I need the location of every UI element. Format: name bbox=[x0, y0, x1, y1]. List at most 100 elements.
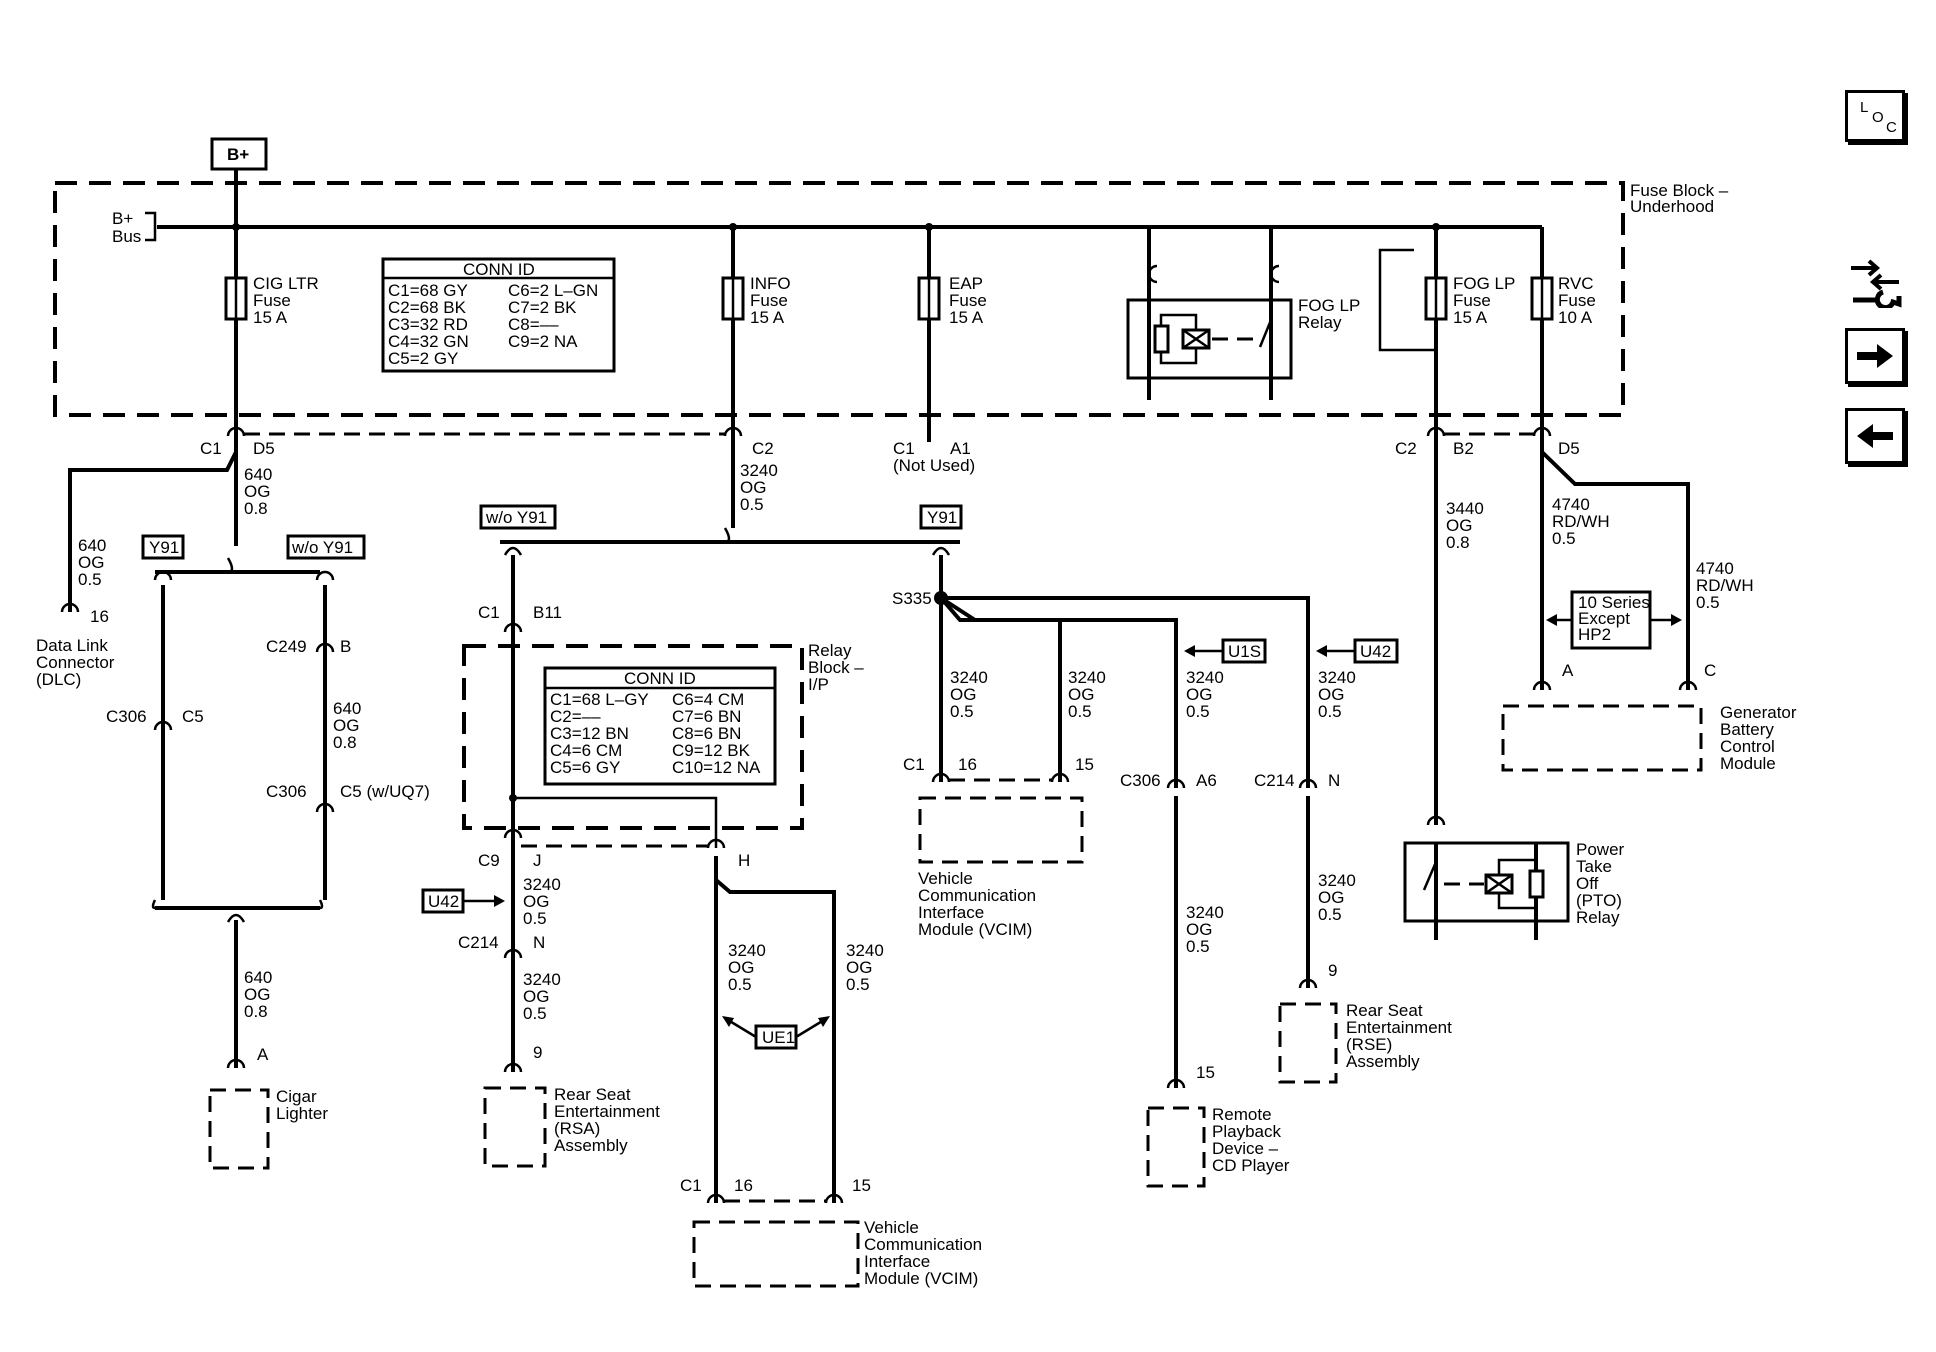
pin-label: N bbox=[533, 933, 545, 952]
conn-id-entry: CONN ID bbox=[624, 669, 696, 688]
fuse-foglp-rating: 15 A bbox=[1453, 308, 1488, 327]
wire-s335-15 bbox=[939, 596, 1062, 782]
pto-relay bbox=[1403, 841, 1570, 940]
cigar-label-2: Lighter bbox=[276, 1104, 328, 1123]
wire-label: OG bbox=[1068, 685, 1094, 704]
wire-label: 640 bbox=[244, 465, 272, 484]
option-y91-a: Y91 bbox=[149, 538, 179, 557]
wire-label: 3240 bbox=[1186, 668, 1224, 687]
wire-label: 0.5 bbox=[1068, 702, 1092, 721]
relay-block-label-2: Block – bbox=[808, 658, 864, 677]
rsa-label-4: Assembly bbox=[554, 1136, 628, 1155]
wire-label: 640 bbox=[78, 536, 106, 555]
option-wo-y91-b: w/o Y91 bbox=[485, 508, 547, 527]
fuse-cig-type: Fuse bbox=[253, 291, 291, 310]
vcim1-label-1: Vehicle bbox=[918, 869, 973, 888]
conn-id-table-1: CONN ID C1=68 GY C2=68 BK C3=32 RD C4=32… bbox=[381, 257, 616, 373]
pin-label: C306 bbox=[266, 782, 307, 801]
fuse-block-label-1: Fuse Block – bbox=[1630, 181, 1729, 200]
dlc-connector bbox=[60, 602, 80, 613]
pin-label: B bbox=[340, 637, 351, 656]
conn-id-entry: C6=2 L–GN bbox=[508, 281, 598, 300]
conn-id-entry: C9=12 BK bbox=[672, 741, 751, 760]
wire-s335-u1s bbox=[939, 596, 1178, 788]
wire-label: 0.8 bbox=[244, 499, 268, 518]
rsa-label-2: Entertainment bbox=[554, 1102, 660, 1121]
wire-label: 3240 bbox=[846, 941, 884, 960]
wire-label: 0.5 bbox=[523, 909, 547, 928]
wire-label: OG bbox=[1318, 888, 1344, 907]
arrow-left-icon[interactable] bbox=[1845, 408, 1905, 464]
conn-id-entry: C10=12 NA bbox=[672, 758, 761, 777]
option-u42-a: U42 bbox=[428, 892, 459, 911]
wire-label: OG bbox=[244, 985, 270, 1004]
pin-label: A1 bbox=[950, 439, 971, 458]
option-wo-y91-a: w/o Y91 bbox=[291, 538, 353, 557]
wire-label: 3240 bbox=[950, 668, 988, 687]
gbcm-label-4: Module bbox=[1720, 754, 1776, 773]
wire-label: OG bbox=[1446, 516, 1472, 535]
rpd-label-2: Playback bbox=[1212, 1122, 1281, 1141]
conn-id-entry: C2=–– bbox=[550, 707, 601, 726]
fuse-foglp-name: FOG LP bbox=[1453, 274, 1515, 293]
pin-label: B11 bbox=[533, 603, 562, 622]
rsa-label-3: (RSA) bbox=[554, 1119, 600, 1138]
wire-dlc bbox=[68, 436, 238, 612]
wire-label: RD/WH bbox=[1696, 576, 1754, 595]
option-ue1: UE1 bbox=[762, 1028, 795, 1047]
pin-label: H bbox=[738, 851, 750, 870]
dlc-label-1: Data Link bbox=[36, 636, 108, 655]
conn-id-entry: C4=32 GN bbox=[388, 332, 469, 351]
pto-label-1: Power bbox=[1576, 840, 1625, 859]
pin-label: C306 bbox=[1120, 771, 1161, 790]
wire-label: 0.8 bbox=[244, 1002, 268, 1021]
loc-button[interactable]: L O C bbox=[1845, 90, 1905, 142]
rpd-label-1: Remote bbox=[1212, 1105, 1272, 1124]
series-label-3: HP2 bbox=[1578, 625, 1611, 644]
fog-relay-label-2: Relay bbox=[1298, 313, 1342, 332]
loc-letter-c: C bbox=[1886, 119, 1897, 136]
wire-label: 0.8 bbox=[333, 733, 357, 752]
conn-id-entry: C3=32 RD bbox=[388, 315, 468, 334]
rsa-label-1: Rear Seat bbox=[554, 1085, 631, 1104]
wire-label: 0.5 bbox=[1552, 529, 1576, 548]
wire-label: 0.5 bbox=[523, 1004, 547, 1023]
rpd-label-4: CD Player bbox=[1212, 1156, 1290, 1175]
conn-id-entry: C4=6 CM bbox=[550, 741, 622, 760]
conn-id-entry: C5=2 GY bbox=[388, 349, 458, 368]
arrow-right-icon[interactable] bbox=[1845, 328, 1905, 384]
wire-label: 3240 bbox=[523, 970, 561, 989]
wire-h-vcim-15 bbox=[714, 878, 836, 1203]
conn-id-entry: C7=6 BN bbox=[672, 707, 741, 726]
wire-label: 640 bbox=[244, 968, 272, 987]
pto-label-2: Take bbox=[1576, 857, 1612, 876]
conn-id-entry: CONN ID bbox=[463, 260, 535, 279]
wrench-icon[interactable] bbox=[1845, 250, 1905, 310]
wire-label: 0.5 bbox=[1318, 905, 1342, 924]
wire-label: OG bbox=[950, 685, 976, 704]
fuse-foglp-type: Fuse bbox=[1453, 291, 1491, 310]
conn-id-entry: C8=6 BN bbox=[672, 724, 741, 743]
conn-id-entry: C7=2 BK bbox=[508, 298, 577, 317]
fog-relay-label-1: FOG LP bbox=[1298, 296, 1360, 315]
conn-id-table-2: CONN ID C1=68 L–GY C2=–– C3=12 BN C4=6 C… bbox=[543, 666, 777, 786]
wire-label: OG bbox=[523, 987, 549, 1006]
option-y91-b: Y91 bbox=[927, 508, 957, 527]
cigar-lighter bbox=[208, 1088, 270, 1170]
wire-label: 3240 bbox=[523, 875, 561, 894]
gbcm-label-1: Generator bbox=[1720, 703, 1797, 722]
wire-label: 4740 bbox=[1696, 559, 1734, 578]
pto-label-5: Relay bbox=[1576, 908, 1620, 927]
fuse-block-outline bbox=[53, 181, 1625, 417]
pin-label: C1 bbox=[478, 603, 500, 622]
pin-label: 16 bbox=[958, 755, 977, 774]
pin-label: C306 bbox=[106, 707, 147, 726]
fuse-info-rating: 15 A bbox=[750, 308, 785, 327]
wire-label: 3440 bbox=[1446, 499, 1484, 518]
b-plus-label: B+ bbox=[227, 145, 249, 164]
pin-label: A6 bbox=[1196, 771, 1217, 790]
pin-label: (Not Used) bbox=[893, 456, 975, 475]
gbcm-label-3: Control bbox=[1720, 737, 1775, 756]
